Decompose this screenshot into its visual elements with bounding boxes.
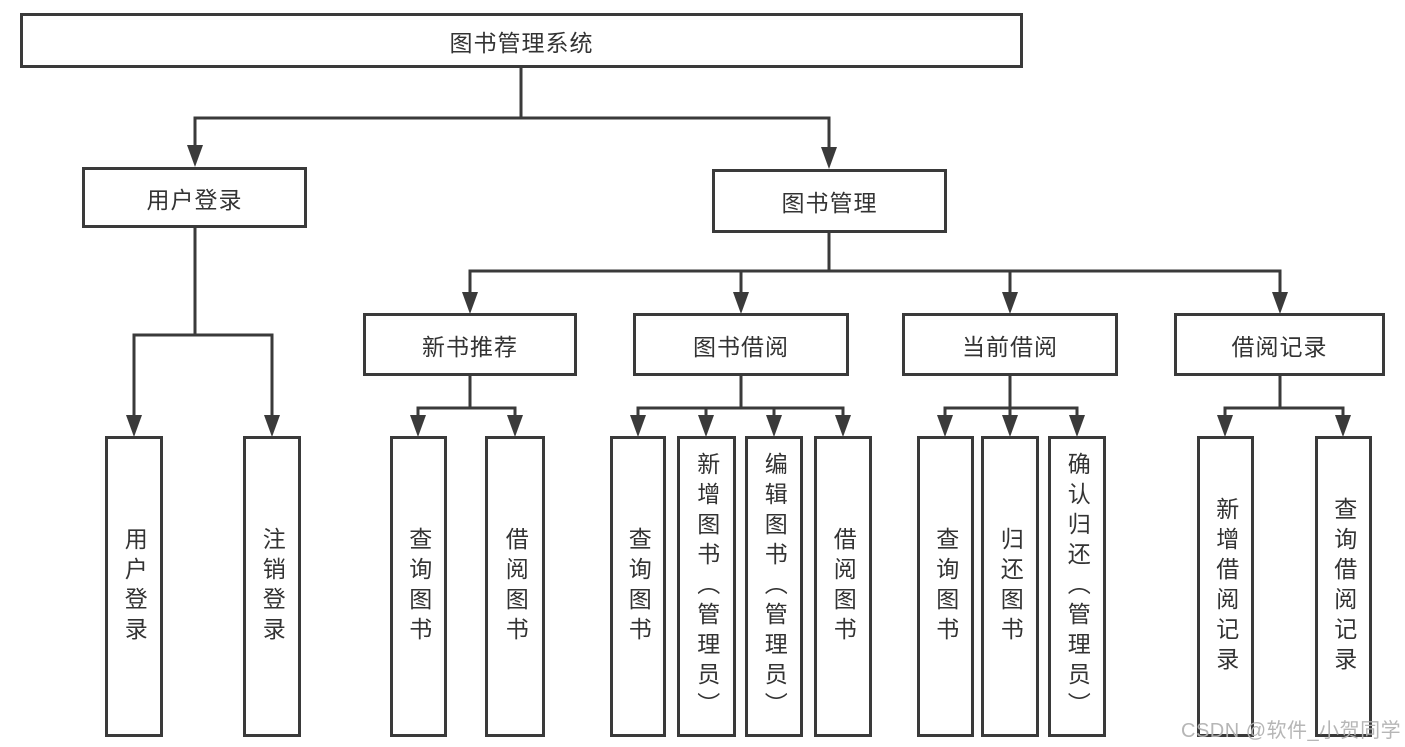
- leaf-label: 借阅图书: [830, 526, 857, 647]
- node-leaf-bb-edit-book-admin: 编辑图书（管理员）: [745, 436, 803, 737]
- node-leaf-user-login: 用户登录: [105, 436, 163, 737]
- node-user-login-branch: 用户登录: [82, 167, 307, 228]
- node-leaf-br-query-record: 查询借阅记录: [1315, 436, 1372, 737]
- connector-current-borrow: [943, 374, 1079, 420]
- node-leaf-br-add-record: 新增借阅记录: [1197, 436, 1254, 737]
- node-leaf-cb-return-book: 归还图书: [981, 436, 1039, 737]
- arrow-down-icon: [630, 415, 646, 437]
- arrow-down-icon: [126, 415, 142, 437]
- node-leaf-cb-query-book: 查询图书: [917, 436, 974, 737]
- node-leaf-cb-confirm-return-admin: 确认归还（管理员）: [1048, 436, 1106, 737]
- arrow-down-icon: [733, 292, 749, 314]
- connector-book-borrow: [636, 374, 845, 420]
- arrowheads: [126, 145, 1351, 437]
- node-leaf-bb-add-book-admin: 新增图书（管理员）: [677, 436, 736, 737]
- leaf-label: 编辑图书（管理员）: [761, 451, 788, 722]
- csdn-watermark: CSDN @软件_小贺同学: [1181, 720, 1402, 742]
- node-new-book-recommend: 新书推荐: [363, 313, 577, 376]
- arrow-down-icon: [187, 145, 203, 167]
- node-book-borrow: 图书借阅: [633, 313, 849, 376]
- leaf-label: 查询图书: [405, 526, 432, 647]
- arrow-down-icon: [264, 415, 280, 437]
- arrow-down-icon: [1002, 292, 1018, 314]
- node-root-system: 图书管理系统: [20, 13, 1023, 68]
- leaf-label: 归还图书: [997, 526, 1024, 647]
- arrow-down-icon: [1069, 415, 1085, 437]
- connector-root: [193, 66, 831, 152]
- arrow-down-icon: [835, 415, 851, 437]
- node-borrow-records: 借阅记录: [1174, 313, 1385, 376]
- arrow-down-icon: [1217, 415, 1233, 437]
- connector-book-mgmt: [468, 231, 1282, 297]
- connector-user-login: [132, 226, 274, 420]
- arrow-down-icon: [1335, 415, 1351, 437]
- node-leaf-bb-query-book: 查询图书: [610, 436, 666, 737]
- leaf-label: 查询图书: [625, 526, 652, 647]
- node-leaf-bb-borrow-book: 借阅图书: [814, 436, 872, 737]
- connector-new-book: [416, 374, 517, 420]
- node-current-borrow: 当前借阅: [902, 313, 1118, 376]
- arrow-down-icon: [462, 292, 478, 314]
- connector-borrow-records: [1223, 374, 1345, 420]
- node-leaf-logout: 注销登录: [243, 436, 301, 737]
- arrow-down-icon: [766, 415, 782, 437]
- leaf-label: 确认归还（管理员）: [1064, 451, 1091, 722]
- leaf-label: 新增图书（管理员）: [693, 451, 720, 722]
- leaf-label: 注销登录: [259, 526, 286, 647]
- arrow-down-icon: [410, 415, 426, 437]
- leaf-label: 查询图书: [932, 526, 959, 647]
- leaf-label: 新增借阅记录: [1212, 496, 1239, 677]
- node-leaf-nb-borrow-book: 借阅图书: [485, 436, 545, 737]
- leaf-label: 用户登录: [121, 526, 148, 647]
- arrow-down-icon: [937, 415, 953, 437]
- node-leaf-nb-query-book: 查询图书: [390, 436, 447, 737]
- arrow-down-icon: [698, 415, 714, 437]
- arrow-down-icon: [1002, 415, 1018, 437]
- arrow-down-icon: [821, 147, 837, 169]
- leaf-label: 查询借阅记录: [1330, 496, 1357, 677]
- arrow-down-icon: [1272, 292, 1288, 314]
- arrow-down-icon: [507, 415, 523, 437]
- leaf-label: 借阅图书: [502, 526, 529, 647]
- node-book-management-branch: 图书管理: [712, 169, 947, 233]
